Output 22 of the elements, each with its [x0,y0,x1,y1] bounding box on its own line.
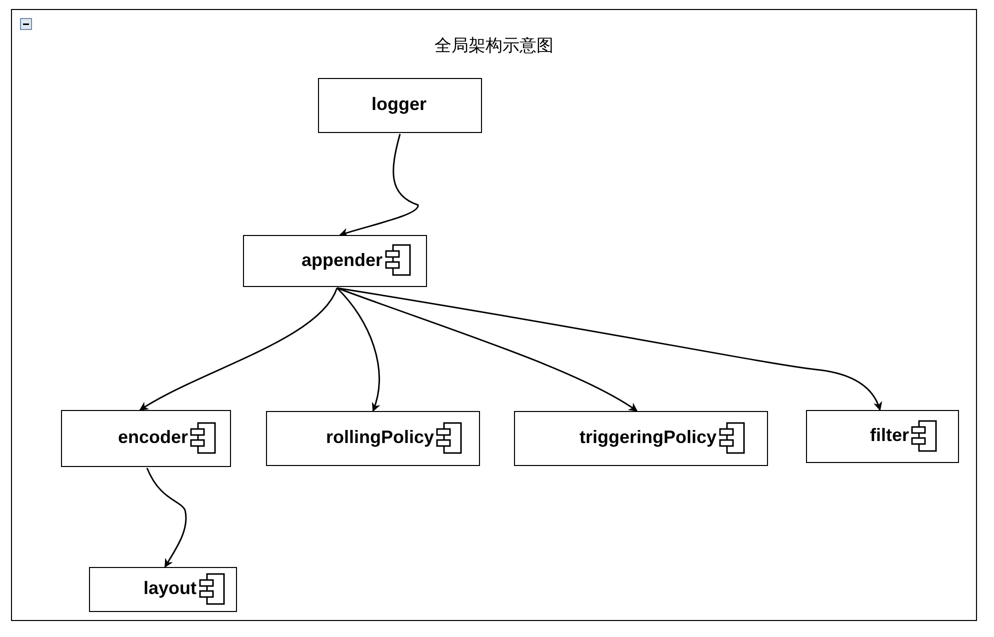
arrow [139,288,338,411]
arrow [146,468,187,568]
arrow [336,287,638,412]
component-box [806,410,958,462]
component-name: layout [144,578,197,599]
frame-label: 全局架构示意图 [434,35,554,57]
component-box [88,566,236,612]
component-name: filter [870,425,910,446]
component-name: rollingPolicy [326,427,434,448]
component-box [514,410,768,466]
arrow [336,287,380,412]
component-name: encoder [118,427,188,448]
component-name: triggeringPolicy [580,427,717,448]
arrow [339,134,419,237]
class-box [318,78,482,132]
component-box [60,410,230,466]
component-name: logger [372,94,427,115]
frame [11,9,977,621]
component-box [266,410,480,466]
arrow [336,287,882,411]
component-box [242,234,426,286]
component-name: appender [302,250,383,270]
